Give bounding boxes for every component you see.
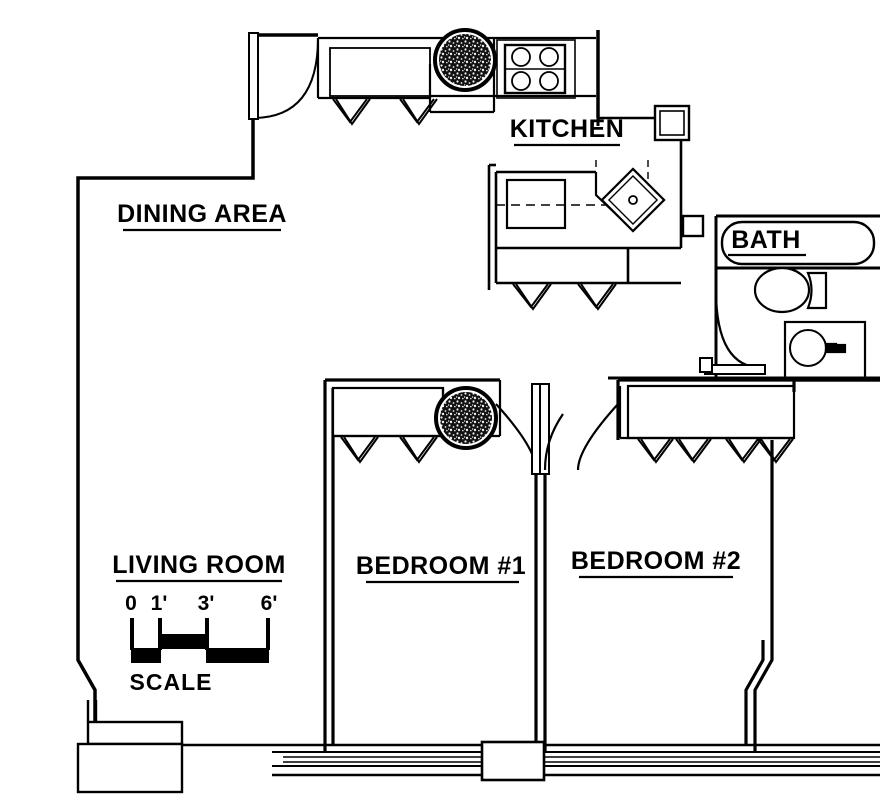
- bedroom1-closet-hanger-icons: [340, 436, 438, 464]
- diagonal-sink-icon: [594, 160, 666, 233]
- round-sink-stippled-icon: [433, 28, 497, 92]
- label-bedroom-1: BEDROOM #1: [356, 552, 526, 584]
- dining-closet-hanger-icons: [332, 98, 438, 126]
- bathtub-icon: [720, 220, 876, 266]
- living-room-label: LIVING ROOM: [112, 551, 286, 579]
- scale-segments: [131, 634, 269, 663]
- patio-entry-box: [76, 700, 184, 794]
- bedroom2-closet-icon: [618, 384, 796, 440]
- pantry-closet-icon: [653, 104, 691, 142]
- bedroom-2-label: BEDROOM #2: [571, 547, 741, 575]
- bedroom-1-label: BEDROOM #1: [356, 552, 526, 580]
- bedroom1-door-swing: [495, 383, 550, 475]
- label-bath: BATH: [728, 226, 806, 257]
- kitchen-label: KITCHEN: [510, 115, 625, 143]
- scale-tick-label-3: 3': [198, 592, 215, 615]
- bedroom2-closet-hanger-icons: [637, 438, 794, 464]
- exterior-walls: [76, 30, 600, 745]
- stove-cooktop-icon: [496, 39, 576, 99]
- bedroom1-round-stippled-icon: [434, 386, 498, 450]
- dining-area-label: DINING AREA: [117, 200, 287, 228]
- hallway-walls: [608, 268, 880, 380]
- scale-tick-label-0: 0: [125, 592, 137, 615]
- label-kitchen: KITCHEN: [510, 115, 625, 147]
- label-dining-area: DINING AREA: [117, 200, 287, 232]
- scale-tick-label-1: 1': [151, 592, 168, 615]
- bedroom2-door-swing: [543, 403, 619, 471]
- label-living-room: LIVING ROOM: [112, 551, 286, 583]
- exterior-wall-right: [792, 378, 880, 392]
- scale-tick-label-6: 6': [261, 592, 278, 615]
- scale-bar: 0 1' 3' 6' SCALE: [125, 592, 277, 695]
- bedroom1-closet-icon: [331, 380, 502, 438]
- kitchen-door-jambs: [596, 118, 705, 238]
- entry-door-swing: [248, 32, 319, 120]
- toilet-icon: [753, 266, 828, 314]
- room-labels: DINING AREA KITCHEN BATH LIVING ROOM BED…: [112, 115, 806, 584]
- vanity-sink-icon: [783, 320, 867, 380]
- bath-label: BATH: [731, 226, 801, 254]
- label-bedroom-2: BEDROOM #2: [571, 547, 741, 579]
- balcony-post-icon: [480, 740, 546, 782]
- scale-caption: SCALE: [130, 669, 213, 695]
- hall-closet-hanger-icons: [512, 283, 617, 311]
